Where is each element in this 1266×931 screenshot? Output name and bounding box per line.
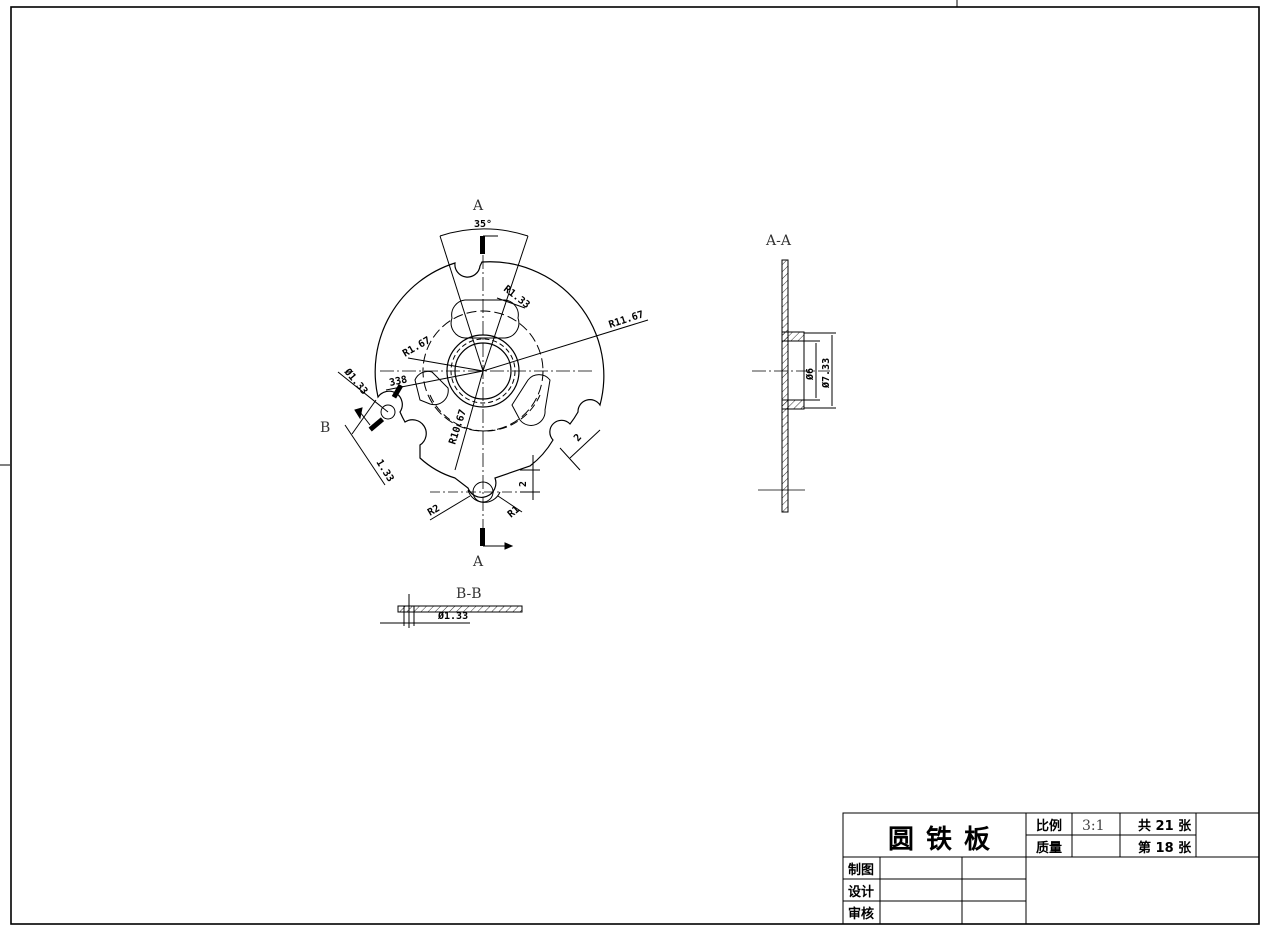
dim-r-outer: R11.67 <box>608 309 646 331</box>
section-aa-title: A-A <box>765 233 792 249</box>
section-bb-view <box>380 594 523 628</box>
title-block <box>842 812 1260 925</box>
dim-r-inner: R10.67 <box>447 408 469 446</box>
part-name: 圆铁板 <box>888 824 1002 855</box>
dim-aa-dia-inner: Ø6 <box>804 368 816 381</box>
section-b-label: B <box>320 420 330 436</box>
dim-angle-35: 35° <box>474 219 492 230</box>
dim-height-2-bottom: 2 <box>518 481 529 487</box>
dim-338: 338 <box>388 374 408 389</box>
design-label: 设计 <box>848 884 874 900</box>
review-label: 审核 <box>848 906 874 922</box>
section-aa-view <box>752 259 836 513</box>
main-view <box>337 228 649 550</box>
scale-label: 比例 <box>1036 818 1062 834</box>
mass-label: 质量 <box>1036 840 1062 856</box>
dim-r-bottom-right: R1 <box>506 504 522 520</box>
dim-width-2-right: 2 <box>572 432 584 444</box>
total-sheets: 共 21 张 <box>1138 818 1192 834</box>
scale-value: 3:1 <box>1082 818 1105 834</box>
section-bb-title: B-B <box>456 586 482 602</box>
sheet-number: 第 18 张 <box>1138 840 1192 856</box>
dim-dia-hole: Ø1.33 <box>341 365 370 397</box>
dim-bb-dia: Ø1.33 <box>437 610 468 622</box>
section-a-top-label: A <box>472 198 484 214</box>
dim-width-133: 1.33 <box>373 458 395 484</box>
drawn-by-label: 制图 <box>848 862 874 878</box>
drawing-frame <box>10 6 1260 925</box>
dim-r-bottom-left: R2 <box>426 503 442 519</box>
section-a-bottom-label: A <box>472 554 484 570</box>
dim-aa-dia-outer: Ø7.33 <box>820 358 832 389</box>
